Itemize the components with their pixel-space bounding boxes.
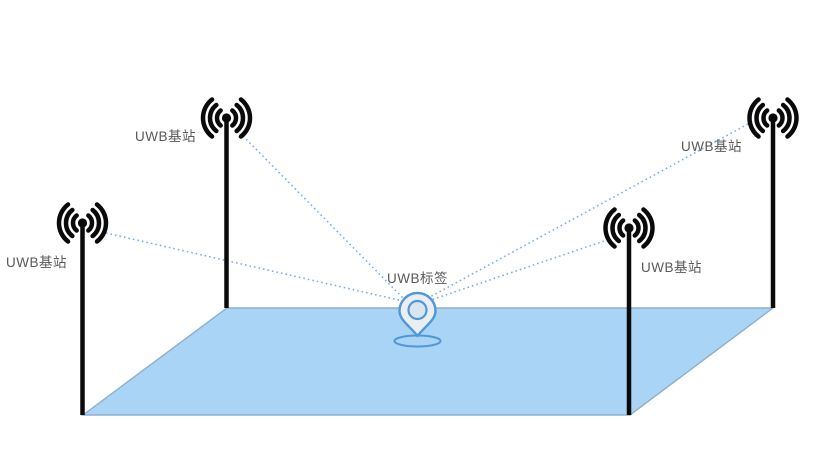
anchor-label-top-right: UWB基站 bbox=[681, 139, 742, 154]
ranging-line-top-left bbox=[242, 135, 405, 300]
location-pin-icon bbox=[393, 291, 442, 348]
pin-inner-circle bbox=[407, 299, 428, 321]
anchor-label-top-left: UWB基站 bbox=[135, 129, 196, 144]
tag-label: UWB标签 bbox=[387, 271, 448, 286]
anchor-label-bottom-right: UWB基站 bbox=[641, 260, 702, 275]
ranging-line-bottom-right bbox=[430, 240, 605, 301]
ranging-lines bbox=[105, 123, 749, 302]
ranging-line-bottom-left bbox=[105, 232, 404, 302]
anchor-poles bbox=[80, 118, 776, 415]
ranging-line-top-right bbox=[429, 123, 749, 298]
anchor-label-bottom-left: UWB基站 bbox=[6, 255, 67, 270]
